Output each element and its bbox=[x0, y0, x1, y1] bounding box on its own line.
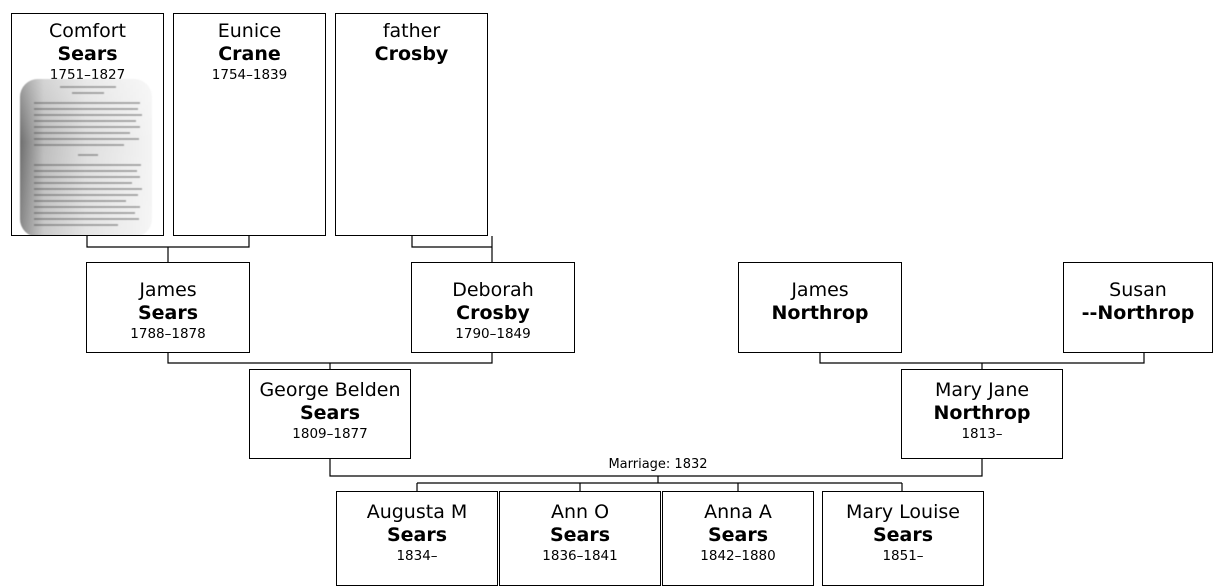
newspaper-clipping-icon bbox=[20, 79, 152, 235]
given-name: Mary Jane bbox=[934, 379, 1030, 401]
surname: Crosby bbox=[456, 302, 530, 324]
surname: Sears bbox=[707, 524, 769, 546]
life-dates: 1851– bbox=[882, 548, 924, 564]
life-dates: 1813– bbox=[961, 426, 1003, 442]
connector-northrop-parents bbox=[819, 353, 1145, 369]
life-dates: 1754–1839 bbox=[211, 67, 288, 83]
person-george-belden-sears[interactable]: George Belden Sears 1809–1877 bbox=[249, 369, 411, 459]
given-name: James bbox=[791, 279, 849, 301]
marriage-label: Marriage: 1832 bbox=[608, 457, 708, 472]
surname: Northrop bbox=[933, 402, 1031, 424]
given-name: Ann O bbox=[550, 501, 610, 523]
surname: Sears bbox=[57, 43, 118, 65]
person-father-crosby[interactable]: father Crosby bbox=[335, 13, 488, 236]
surname: Crane bbox=[218, 43, 281, 65]
given-name: James bbox=[139, 279, 197, 301]
connector-comfort-eunice bbox=[86, 236, 250, 262]
given-name: Anna A bbox=[704, 501, 772, 523]
person-mary-louise-sears[interactable]: Mary Louise Sears 1851– bbox=[822, 491, 984, 586]
surname: Sears bbox=[386, 524, 448, 546]
given-name: Deborah bbox=[452, 279, 534, 301]
life-dates: 1809–1877 bbox=[292, 426, 368, 442]
surname: --Northrop bbox=[1081, 302, 1195, 324]
given-name: Mary Louise bbox=[846, 501, 960, 523]
life-dates: 1834– bbox=[396, 548, 438, 564]
surname: Crosby bbox=[374, 43, 449, 65]
given-name: Eunice bbox=[217, 20, 282, 42]
family-tree-chart: Comfort Sears 1751–1827 bbox=[11, 13, 1213, 586]
surname: Sears bbox=[137, 302, 199, 324]
given-name: father bbox=[382, 20, 441, 42]
person-comfort-sears[interactable]: Comfort Sears 1751–1827 bbox=[11, 13, 164, 236]
person-mary-jane-northrop[interactable]: Mary Jane Northrop 1813– bbox=[901, 369, 1063, 459]
person-anna-a-sears[interactable]: Anna A Sears 1842–1880 bbox=[662, 491, 814, 586]
person-augusta-m-sears[interactable]: Augusta M Sears 1834– bbox=[336, 491, 498, 586]
person-eunice-crane[interactable]: Eunice Crane 1754–1839 bbox=[173, 13, 326, 236]
connector-lines bbox=[86, 236, 1145, 491]
given-name: Comfort bbox=[49, 20, 126, 42]
person-james-sears[interactable]: James Sears 1788–1878 bbox=[86, 262, 250, 353]
person-susan-northrop[interactable]: Susan --Northrop bbox=[1063, 262, 1213, 353]
given-name: Susan bbox=[1109, 279, 1167, 301]
life-dates: 1790–1849 bbox=[455, 326, 531, 342]
marriage-line bbox=[329, 459, 983, 477]
person-ann-o-sears[interactable]: Ann O Sears 1836–1841 bbox=[499, 491, 661, 586]
life-dates: 1788–1878 bbox=[130, 326, 206, 342]
surname: Sears bbox=[872, 524, 934, 546]
connector-crosby-deborah bbox=[411, 236, 493, 262]
surname: Sears bbox=[299, 402, 361, 424]
given-name: Augusta M bbox=[366, 501, 468, 523]
person-james-northrop[interactable]: James Northrop bbox=[738, 262, 902, 353]
life-dates: 1842–1880 bbox=[700, 548, 776, 564]
surname: Sears bbox=[549, 524, 611, 546]
given-name: George Belden bbox=[259, 379, 401, 401]
connector-james-deborah bbox=[167, 353, 493, 369]
surname: Northrop bbox=[771, 302, 869, 324]
person-deborah-crosby[interactable]: Deborah Crosby 1790–1849 bbox=[411, 262, 575, 353]
life-dates: 1836–1841 bbox=[542, 548, 618, 564]
